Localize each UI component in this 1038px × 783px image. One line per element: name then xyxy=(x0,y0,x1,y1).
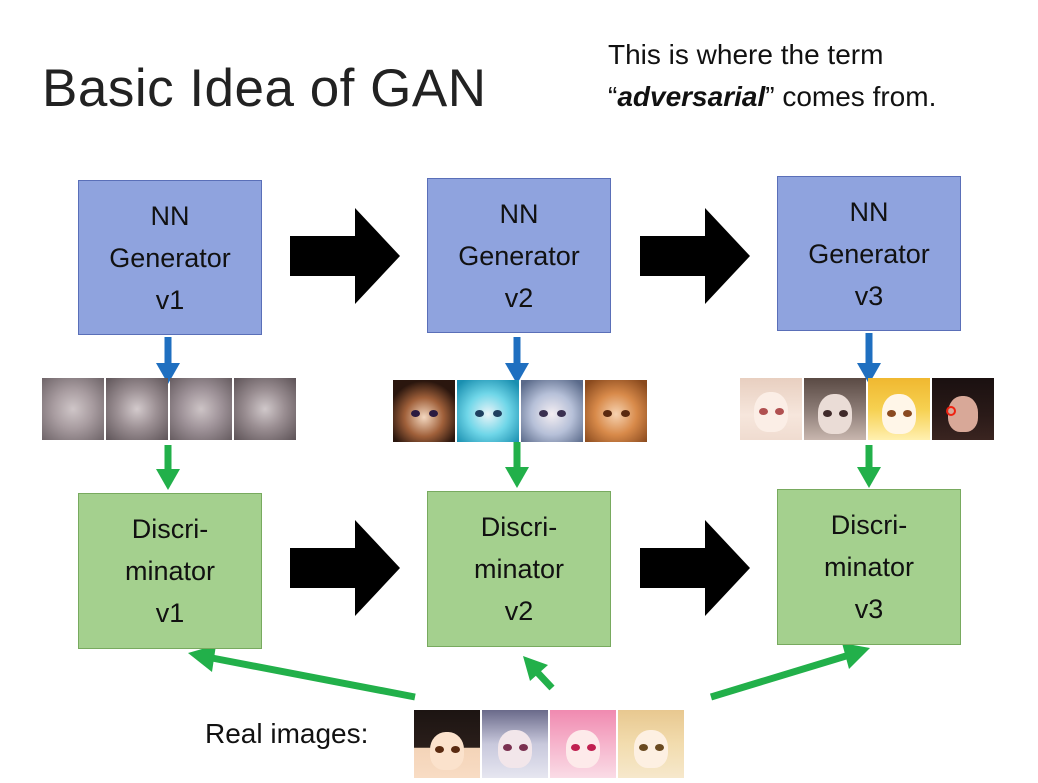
note-line-1: This is where the term xyxy=(608,39,884,70)
black-arrow-gen-2-3 xyxy=(640,208,750,304)
generated-images-v2 xyxy=(393,380,649,442)
note-quote-open: “ xyxy=(608,81,618,112)
generated-image-v3-2 xyxy=(804,378,866,440)
generator-v3-line2: Generator xyxy=(808,238,930,269)
blue-arrow-1 xyxy=(156,337,180,384)
generator-v2-line1: NN xyxy=(499,198,539,229)
generated-image-v3-1 xyxy=(740,378,802,440)
real-images xyxy=(414,710,686,778)
generated-images-v3 xyxy=(740,378,996,440)
green-real-arrow-3 xyxy=(709,643,870,701)
generated-image-v1-2 xyxy=(106,378,168,440)
generator-v1-line1: NN xyxy=(150,200,190,231)
generator-v2-line2: Generator xyxy=(458,240,580,271)
discriminator-v3-line2: minator xyxy=(823,552,915,582)
generated-image-v2-4 xyxy=(585,380,647,442)
generator-v2-box: NN Generator v2 xyxy=(427,178,611,333)
generated-images-v1 xyxy=(42,378,298,440)
discriminator-v2-line1: Discri- xyxy=(480,512,558,542)
generated-image-v2-3 xyxy=(521,380,583,442)
discriminator-v2-line3: v2 xyxy=(504,596,534,626)
adversarial-note: This is where the term “adversarial” com… xyxy=(608,34,936,118)
green-down-arrow-3 xyxy=(857,445,881,488)
generator-v1-line3: v1 xyxy=(155,284,185,315)
generator-v1-line2: Generator xyxy=(109,242,231,273)
discriminator-v1-line3: v1 xyxy=(155,598,185,628)
real-images-label: Real images: xyxy=(205,718,369,749)
note-line-2: “adversarial” comes from. xyxy=(608,76,936,118)
real-image-2 xyxy=(482,710,548,778)
generator-v2-line3: v2 xyxy=(504,282,534,313)
generator-v1-box: NN Generator v1 xyxy=(78,180,262,335)
generated-image-v1-4 xyxy=(234,378,296,440)
generator-v3-box: NN Generator v3 xyxy=(777,176,961,331)
generated-image-v1-3 xyxy=(170,378,232,440)
generated-image-v2-1 xyxy=(393,380,455,442)
green-down-arrow-1 xyxy=(156,445,180,490)
discriminator-v3-line1: Discri- xyxy=(830,510,908,540)
discriminator-v2-box: Discri- minator v2 xyxy=(427,491,611,647)
black-arrow-dis-2-3 xyxy=(640,520,750,616)
note-emphasis: adversarial xyxy=(617,81,766,112)
real-image-1 xyxy=(414,710,480,778)
black-arrow-gen-1-2 xyxy=(290,208,400,304)
black-arrow-dis-1-2 xyxy=(290,520,400,616)
discriminator-v3-box: Discri- minator v3 xyxy=(777,489,961,645)
note-line-2-rest: ” comes from. xyxy=(765,81,937,112)
generated-image-v1-1 xyxy=(42,378,104,440)
slide-title: Basic Idea of GAN xyxy=(42,59,487,118)
cursor-highlight-icon xyxy=(946,406,956,416)
generator-v3-line3: v3 xyxy=(854,280,884,311)
real-image-3 xyxy=(550,710,616,778)
blue-arrow-3 xyxy=(857,333,881,384)
real-image-4 xyxy=(618,710,684,778)
green-down-arrow-2 xyxy=(505,442,529,488)
green-real-arrow-1 xyxy=(188,645,416,701)
green-real-arrow-2 xyxy=(523,656,555,691)
discriminator-v1-line2: minator xyxy=(124,556,216,586)
discriminator-v3-line3: v3 xyxy=(854,594,884,624)
generated-image-v3-3 xyxy=(868,378,930,440)
discriminator-v1-box: Discri- minator v1 xyxy=(78,493,262,649)
generator-v3-line1: NN xyxy=(849,196,889,227)
blue-arrow-2 xyxy=(505,337,529,384)
generated-image-v3-4 xyxy=(932,378,994,440)
discriminator-v2-line2: minator xyxy=(473,554,565,584)
discriminator-v1-line1: Discri- xyxy=(131,514,209,544)
generated-image-v2-2 xyxy=(457,380,519,442)
